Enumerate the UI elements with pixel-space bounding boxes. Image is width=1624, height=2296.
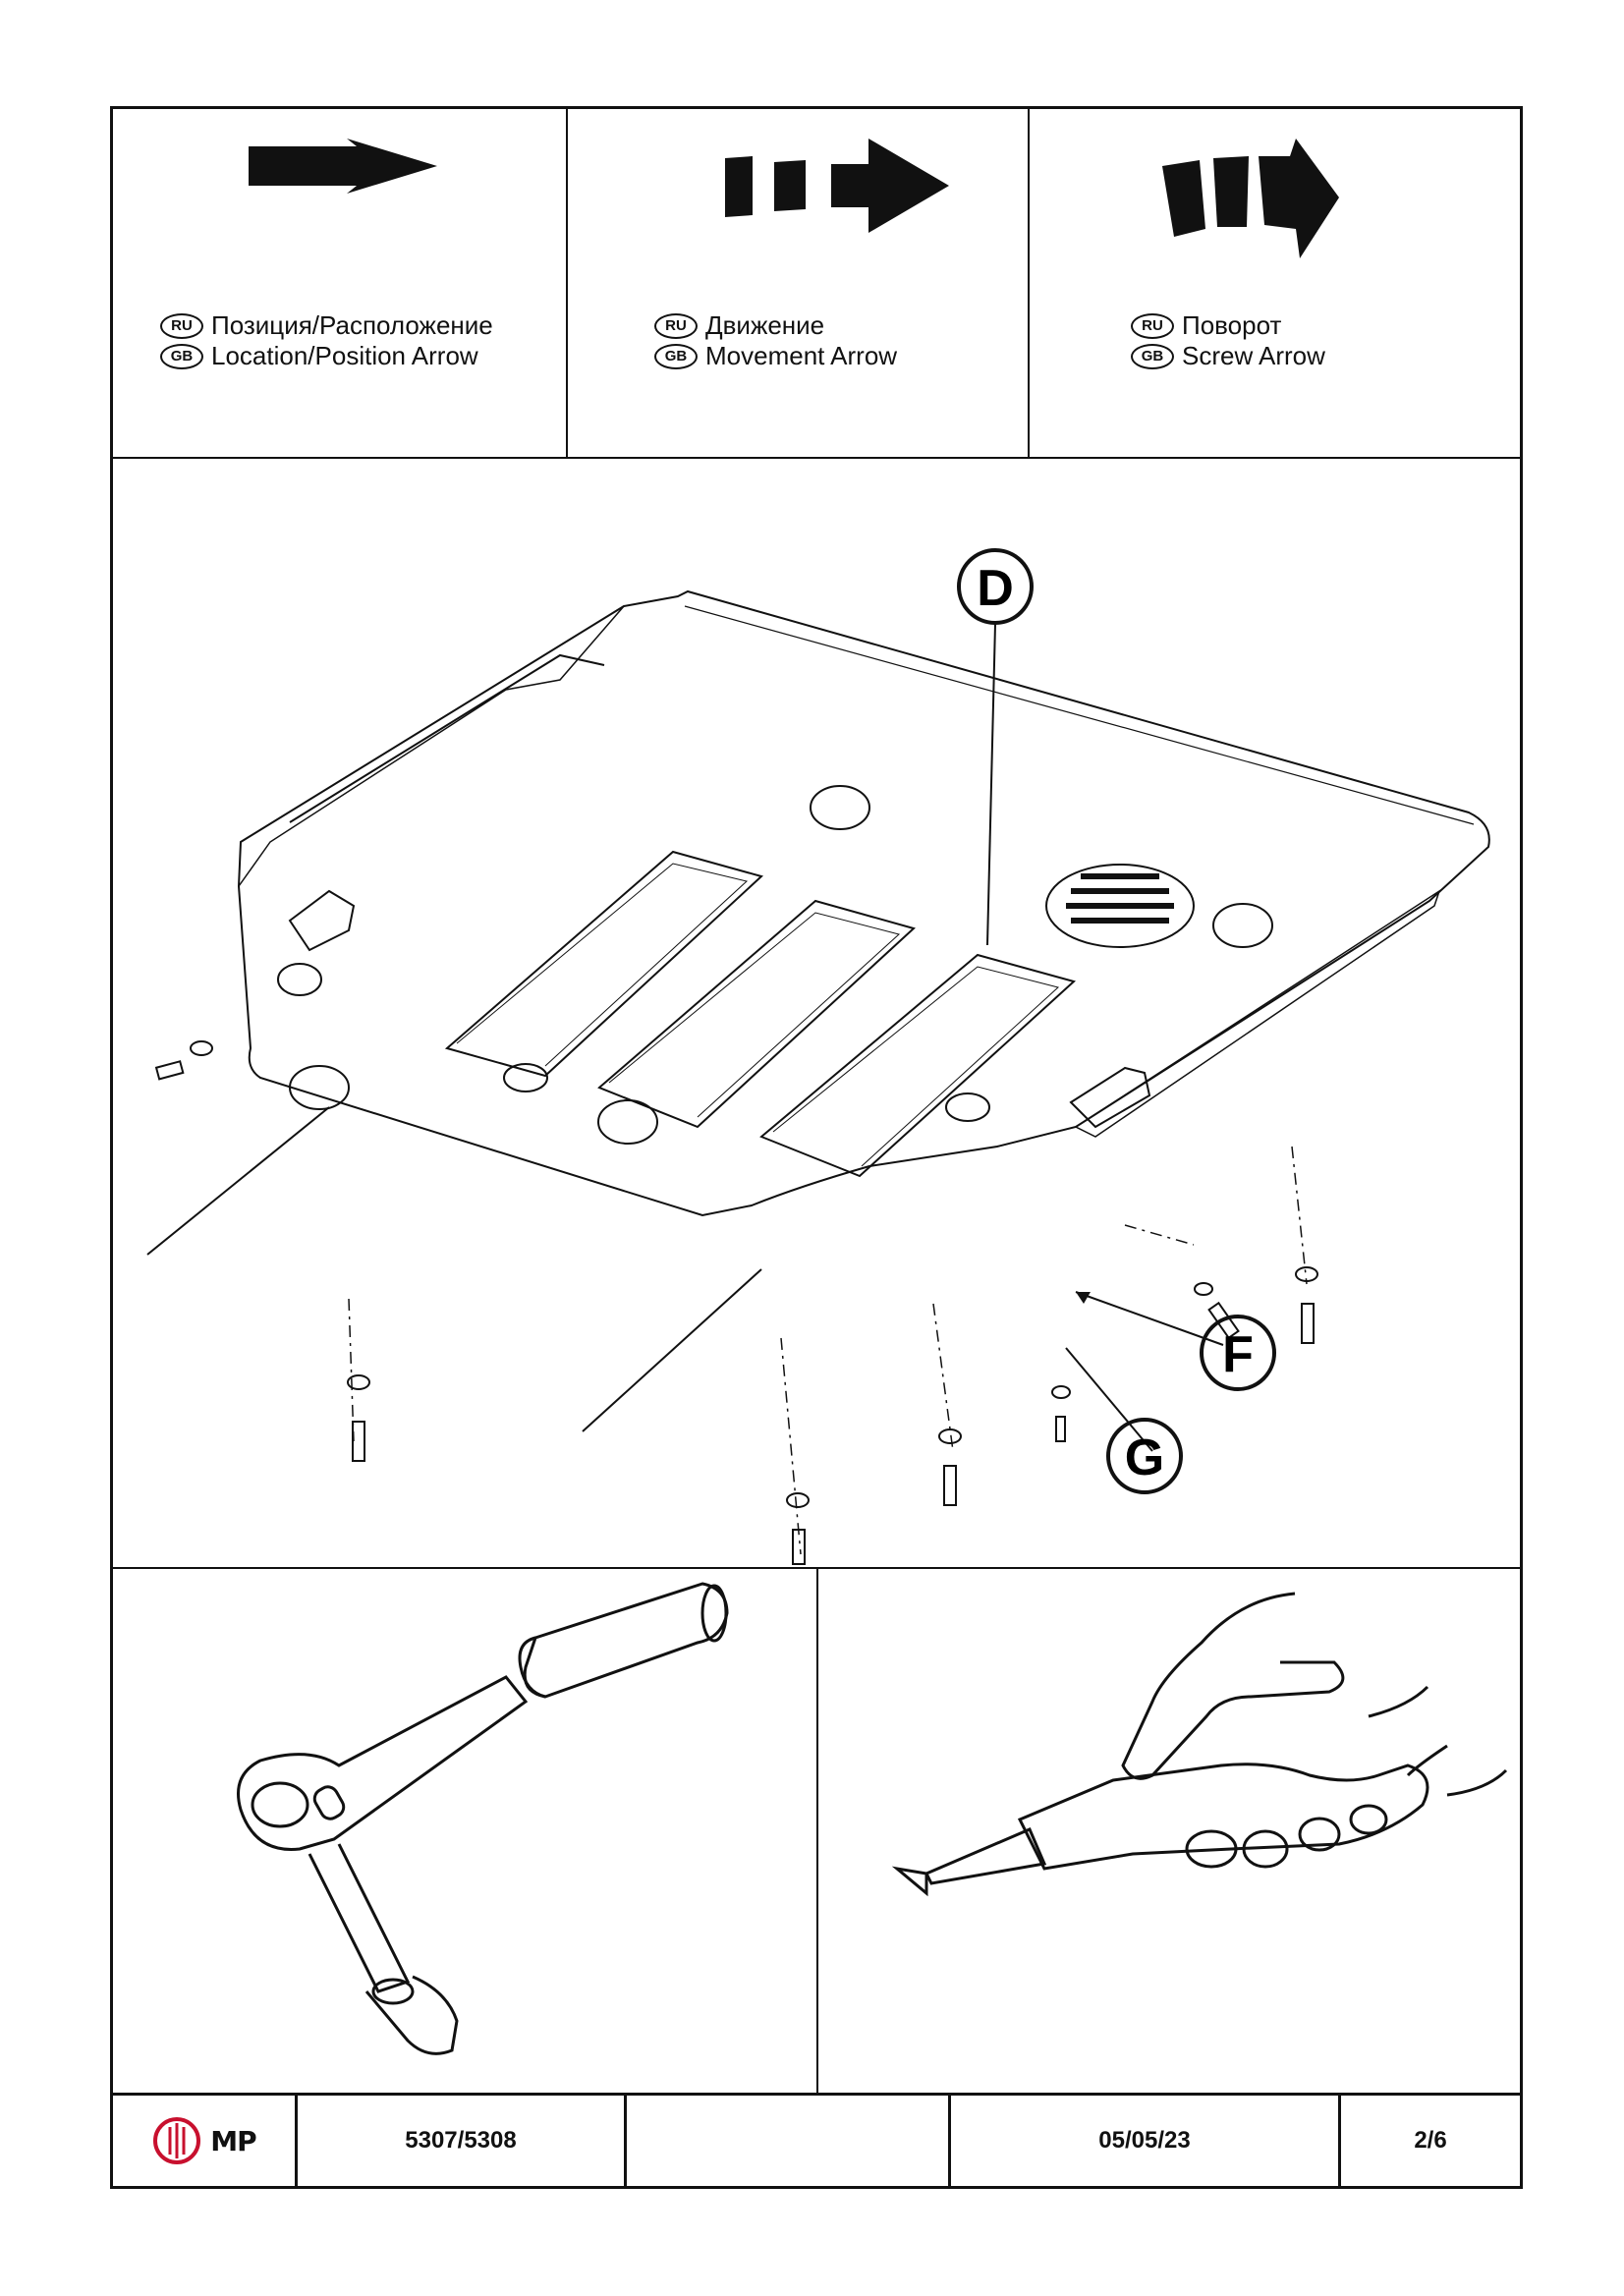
arrow-legend: RU Позиция/Расположение GB Location/Positi… (113, 109, 1520, 459)
callout-g: G (1125, 1429, 1164, 1486)
brand-logo-text: MP (210, 2124, 256, 2157)
footer-date: 05/05/23 (951, 2096, 1341, 2186)
page-frame: RU Позиция/Расположение GB Location/Positi… (110, 106, 1523, 2189)
footer-page: 2/6 (1414, 2127, 1447, 2154)
gb-badge: GB (1131, 343, 1174, 369)
gb-badge: GB (654, 343, 698, 369)
ru-badge: RU (1131, 312, 1174, 339)
legend-labels: RU Поворот GB Screw Arrow (1131, 310, 1325, 371)
ratchet-wrench-icon (237, 1582, 729, 2055)
legend-screw: RU Поворот GB Screw Arrow (1030, 109, 1523, 457)
callout-f: F (1222, 1326, 1254, 1383)
callout-g-circle (1106, 1418, 1183, 1494)
legend-gb-text: Movement Arrow (705, 341, 898, 370)
ru-badge: RU (160, 312, 203, 339)
legend-ru-text: Поворот (1182, 310, 1282, 340)
legend-location: RU Позиция/Расположение GB Location/Positi… (113, 109, 568, 457)
callout-d: D (977, 560, 1014, 617)
plate-slot (444, 850, 763, 1078)
footer-logo: MP (113, 2096, 298, 2186)
gb-badge: GB (160, 343, 203, 369)
legend-labels: RU Движение GB Movement Arrow (654, 310, 897, 371)
plate-slot (759, 953, 1077, 1178)
legend-labels: RU Позиция/Расположение GB Location/Positi… (160, 310, 493, 371)
skid-plate-diagram: D F G (113, 459, 1520, 1569)
location-arrow-icon (249, 139, 437, 194)
skid-plate-drawing: D F G (146, 548, 1490, 1565)
callout-f-circle (1200, 1315, 1276, 1391)
legend-ru-text: Позиция/Расположение (211, 310, 493, 340)
footer-part-number: 5307/5308 (298, 2096, 627, 2186)
tools-row (113, 1569, 1520, 2096)
tool-ratchet (113, 1569, 818, 2093)
legend-gb-text: Screw Arrow (1182, 341, 1325, 370)
tool-wire-cutter (818, 1569, 1523, 2093)
legend-ru-text: Движение (705, 310, 825, 340)
plate-slot (597, 899, 916, 1129)
vent-grille (1045, 864, 1195, 948)
screw-arrow-icon (1162, 139, 1339, 258)
footer-blank (627, 2096, 951, 2186)
legend-gb-text: Location/Position Arrow (211, 341, 478, 370)
brand-logo-icon (153, 2117, 201, 2164)
wire-cutter-icon (891, 1592, 1508, 1897)
title-block: MP 5307/5308 05/05/23 2/6 (113, 2096, 1520, 2186)
callout-d-circle (957, 548, 1034, 625)
movement-arrow-icon (725, 139, 949, 233)
plate-outline (237, 589, 1490, 1217)
mount-points (277, 785, 1273, 1145)
ru-badge: RU (654, 312, 698, 339)
legend-movement: RU Движение GB Movement Arrow (568, 109, 1030, 457)
